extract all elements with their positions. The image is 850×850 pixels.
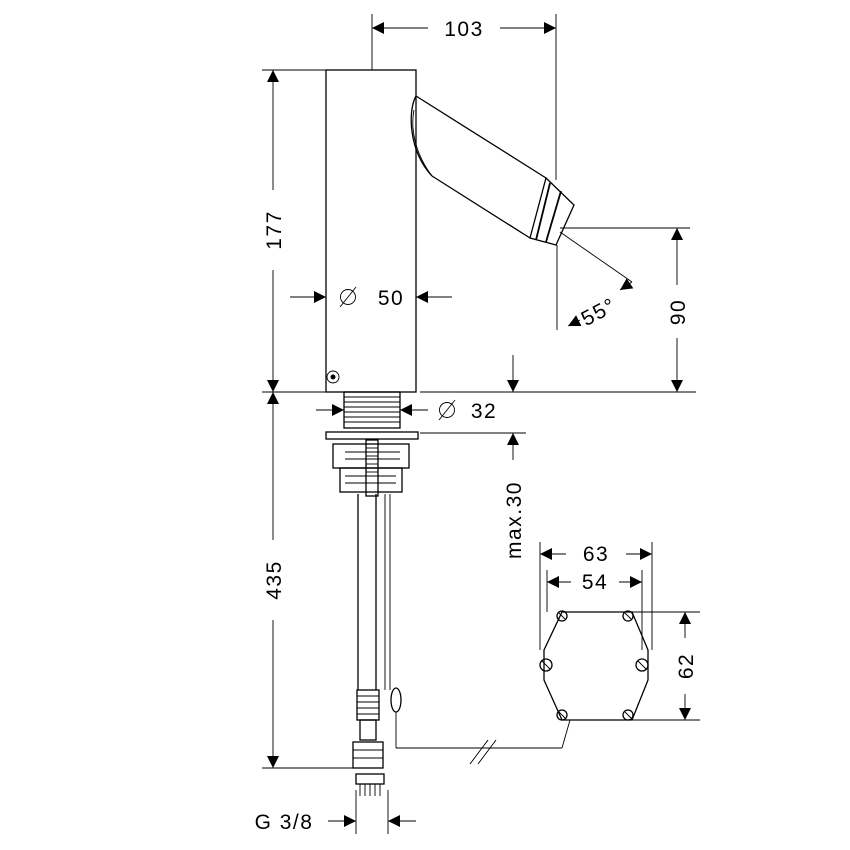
dim-box-width-inner: 54 [546, 570, 643, 650]
dim-label-box-height: 62 [675, 653, 698, 679]
dim-connection-thread: G 3/8 [255, 790, 416, 834]
dim-label-body-diameter: 50 [378, 287, 404, 310]
control-box [539, 610, 649, 721]
sensor-cable [384, 494, 571, 765]
spout-aerator [529, 176, 575, 246]
dim-label-box-width-inner: 54 [582, 571, 608, 594]
dim-spout-height: 90 [420, 228, 696, 393]
dim-shank-diameter: 32 [316, 399, 497, 423]
dim-label-connection-thread: G 3/8 [255, 811, 314, 834]
dim-body-height: 177 [262, 69, 326, 393]
spray-lines [556, 227, 690, 330]
dim-box-width-outer: 63 [539, 542, 653, 650]
connection-fitting [355, 773, 385, 796]
dim-body-diameter: 50 [290, 286, 452, 310]
supply-hose [352, 494, 384, 769]
dim-label-box-width-outer: 63 [583, 543, 609, 566]
dim-box-height: 62 [632, 611, 700, 721]
dim-label-shank-diameter: 32 [471, 400, 497, 423]
shank-thread [325, 391, 419, 440]
faucet-body [325, 69, 417, 393]
dim-installed-length: 435 [262, 392, 353, 769]
dim-label-spout-reach: 103 [444, 18, 484, 41]
dim-label-spray-angle: 55° [578, 294, 621, 331]
dim-spout-reach: 103 [371, 14, 557, 180]
dim-label-installed-length: 435 [263, 560, 286, 600]
dim-label-body-height: 177 [263, 210, 286, 250]
spout [410, 95, 575, 246]
dim-spray-angle: 55° [567, 278, 634, 331]
mounting-nut [332, 439, 410, 497]
dim-max-countertop: max.30 [420, 355, 526, 559]
dim-label-spout-height: 90 [667, 299, 690, 325]
dim-label-max-countertop: max.30 [503, 481, 526, 559]
